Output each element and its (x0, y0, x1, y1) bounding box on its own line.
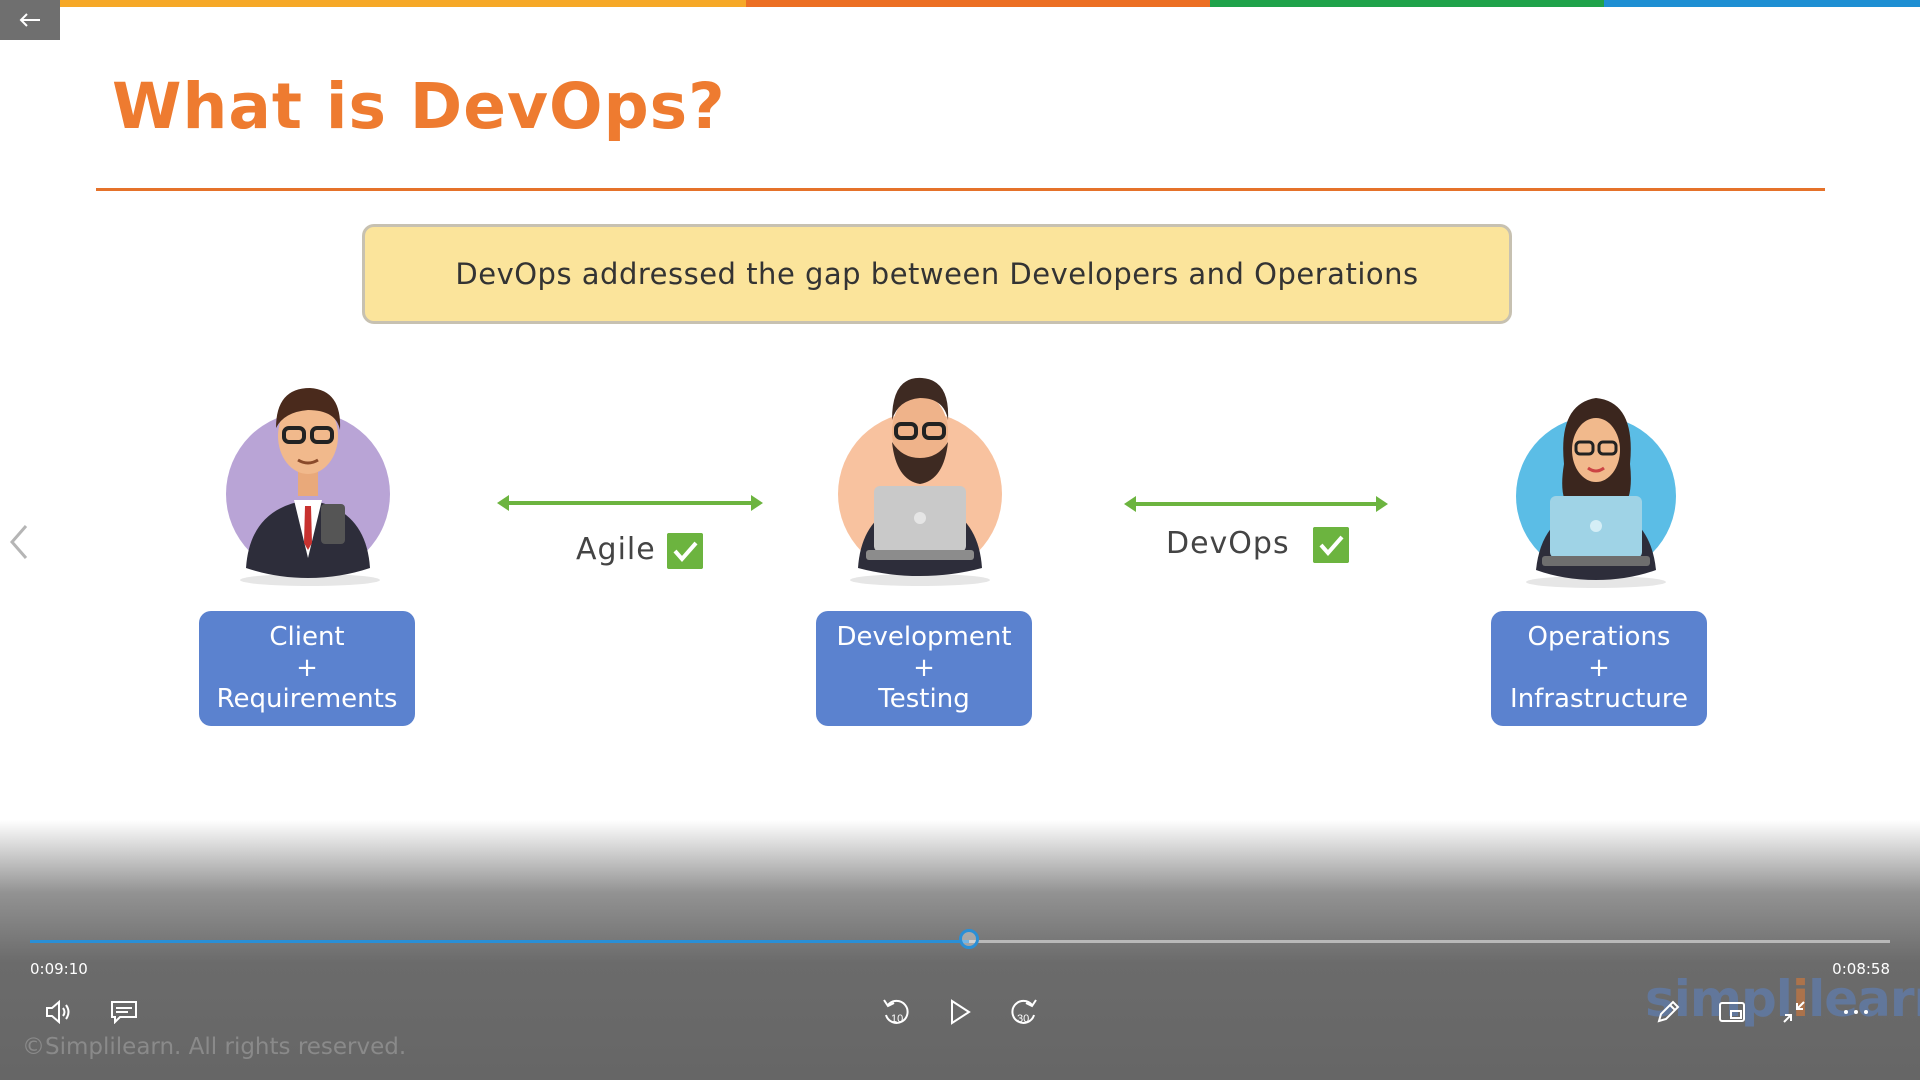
rewind-10-icon: 10 (883, 999, 909, 1025)
role-line: + (913, 653, 935, 683)
top-strip-green (1210, 0, 1604, 7)
rewind-10-button[interactable]: 10 (876, 992, 916, 1032)
simplilearn-logo: simplilearn (1645, 970, 1920, 1028)
rewind-seconds-label: 10 (891, 1013, 903, 1025)
miniplayer-icon (1719, 1002, 1745, 1022)
role-line: Client (269, 622, 345, 652)
edit-button[interactable] (1648, 992, 1688, 1032)
chevron-left-icon[interactable] (2, 520, 36, 564)
checkmark-icon (1313, 527, 1349, 563)
volume-button[interactable] (40, 992, 80, 1032)
forward-30-icon: 30 (1011, 999, 1037, 1025)
top-color-strip (0, 0, 1920, 7)
progress-fill (30, 940, 970, 943)
operations-avatar (1516, 398, 1676, 588)
banner-text: DevOps addressed the gap between Develop… (455, 257, 1419, 291)
back-button[interactable] (0, 0, 60, 40)
role-line: Infrastructure (1510, 684, 1688, 714)
elapsed-time: 0:09:10 (30, 960, 88, 978)
title-divider (96, 188, 1825, 191)
play-button[interactable] (940, 992, 980, 1032)
developer-avatar (838, 377, 1002, 586)
role-line: + (296, 653, 318, 683)
operations-infrastructure-box: Operations + Infrastructure (1491, 611, 1707, 726)
pencil-icon (1657, 1000, 1680, 1023)
play-icon (951, 999, 971, 1025)
captions-button[interactable] (104, 992, 144, 1032)
role-line: Operations (1527, 622, 1671, 652)
copyright-text: ©Simplilearn. All rights reserved. (22, 1034, 407, 1060)
role-line: Development (836, 622, 1012, 652)
role-line: Requirements (216, 684, 398, 714)
exit-fullscreen-button[interactable] (1774, 992, 1814, 1032)
role-line: Testing (878, 684, 970, 714)
captions-icon (111, 1001, 137, 1024)
top-strip-yellow (0, 0, 746, 7)
slide-title: What is DevOps? (112, 70, 726, 143)
agile-label: Agile (576, 532, 656, 567)
devops-label: DevOps (1166, 526, 1290, 561)
progress-bar[interactable] (30, 929, 1890, 949)
exit-fullscreen-icon (1783, 1001, 1805, 1023)
agile-double-arrow (497, 495, 763, 511)
client-requirements-box: Client + Requirements (199, 611, 415, 726)
client-avatar (226, 388, 390, 586)
role-line: + (1588, 653, 1610, 683)
development-testing-box: Development + Testing (816, 611, 1032, 726)
arrow-left-icon (19, 13, 40, 27)
more-icon (1844, 1010, 1868, 1014)
more-button[interactable] (1836, 992, 1876, 1032)
progress-thumb[interactable] (959, 929, 980, 949)
forward-30-button[interactable]: 30 (1004, 992, 1044, 1032)
top-strip-blue (1604, 0, 1920, 7)
top-strip-orange (746, 0, 1210, 7)
devops-double-arrow (1124, 496, 1388, 512)
forward-seconds-label: 30 (1017, 1013, 1029, 1025)
checkmark-icon (667, 533, 703, 569)
volume-icon (46, 1000, 70, 1024)
player-controls-overlay (0, 820, 1920, 1080)
slide-banner: DevOps addressed the gap between Develop… (362, 224, 1512, 324)
miniplayer-button[interactable] (1712, 992, 1752, 1032)
remaining-time: 0:08:58 (1832, 960, 1890, 978)
